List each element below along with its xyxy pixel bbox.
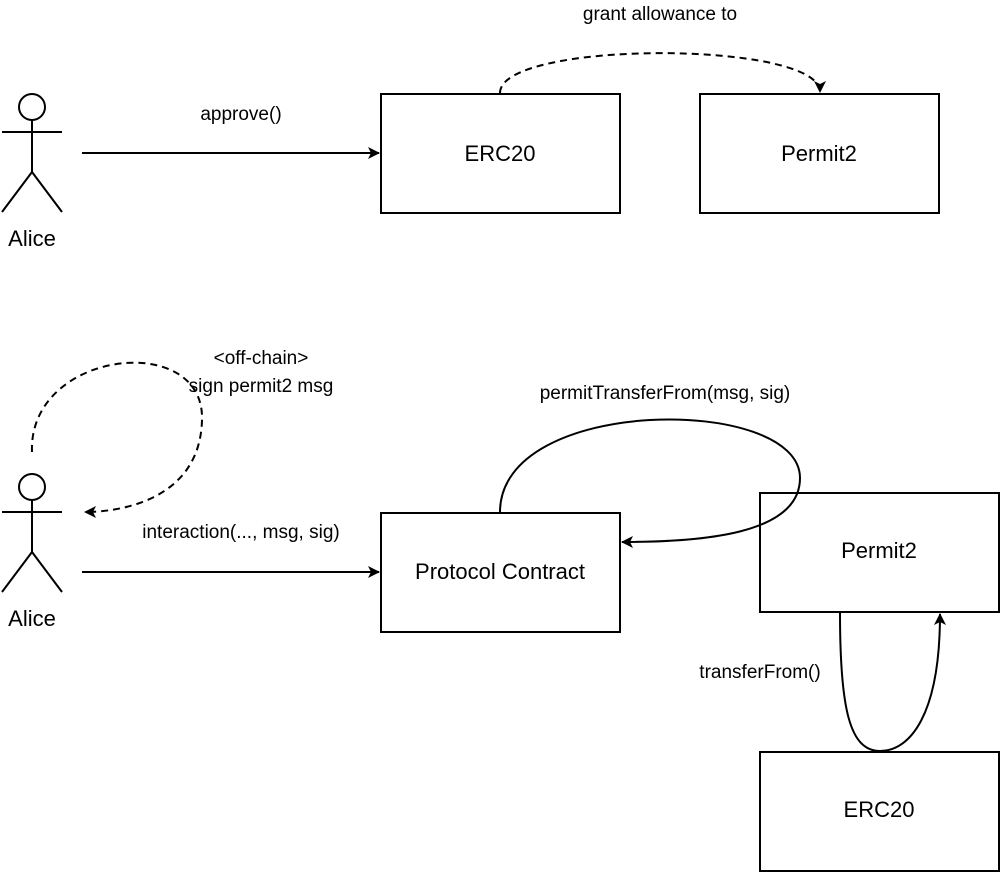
grant-allowance-label: grant allowance to xyxy=(583,4,737,25)
top-erc20-box[interactable]: ERC20 xyxy=(380,93,621,214)
actor-left-leg xyxy=(1,551,33,593)
grant-allowance-arrow xyxy=(499,52,826,94)
top-permit2-label: Permit2 xyxy=(781,141,857,166)
offchain-sign-edge: <off-chain> sign permit2 msg xyxy=(30,348,334,518)
permit-transfer-from-arrow xyxy=(499,418,802,548)
interaction-edge: interaction(..., msg, sig) xyxy=(82,522,380,578)
protocol-contract-label: Protocol Contract xyxy=(415,559,585,584)
permit2-rect xyxy=(699,93,940,214)
actor-right-leg xyxy=(31,551,63,593)
protocol-rect xyxy=(380,512,621,633)
top-alice-label: Alice xyxy=(8,226,56,251)
transfer-from-edge: transferFrom() xyxy=(699,612,946,753)
top-grant-allowance-edge: grant allowance to xyxy=(499,4,826,94)
protocol-contract-box[interactable]: Protocol Contract xyxy=(380,512,621,633)
permit2-rect xyxy=(759,492,1000,613)
actor-right-leg xyxy=(31,171,63,213)
permit-transfer-from-edge: permitTransferFrom(msg, sig) xyxy=(499,383,802,548)
offchain-label-line2: sign permit2 msg xyxy=(189,376,334,397)
actor-left-leg xyxy=(1,171,33,213)
bottom-erc20-box[interactable]: ERC20 xyxy=(759,751,1000,872)
actor-head xyxy=(18,473,46,501)
bottom-alice-actor: Alice xyxy=(1,473,63,631)
interaction-label: interaction(..., msg, sig) xyxy=(142,522,339,543)
bottom-alice-label: Alice xyxy=(8,606,56,631)
bottom-permit2-label: Permit2 xyxy=(841,538,917,563)
permit-transfer-from-label: permitTransferFrom(msg, sig) xyxy=(540,383,791,404)
approve-label: approve() xyxy=(200,104,281,125)
top-approve-edge: approve() xyxy=(82,104,380,159)
top-permit2-box[interactable]: Permit2 xyxy=(699,93,940,214)
top-erc20-label: ERC20 xyxy=(465,141,536,166)
erc20-rect xyxy=(380,93,621,214)
transfer-from-label: transferFrom() xyxy=(699,662,820,683)
bottom-erc20-label: ERC20 xyxy=(844,797,915,822)
transfer-from-arrow xyxy=(839,612,946,753)
offchain-label-line1: <off-chain> xyxy=(214,348,309,369)
bottom-permit2-box[interactable]: Permit2 xyxy=(759,492,1000,613)
actor-head xyxy=(18,93,46,121)
erc20-rect xyxy=(759,751,1000,872)
top-alice-actor: Alice xyxy=(1,93,63,251)
offchain-sign-arrow xyxy=(30,361,204,518)
